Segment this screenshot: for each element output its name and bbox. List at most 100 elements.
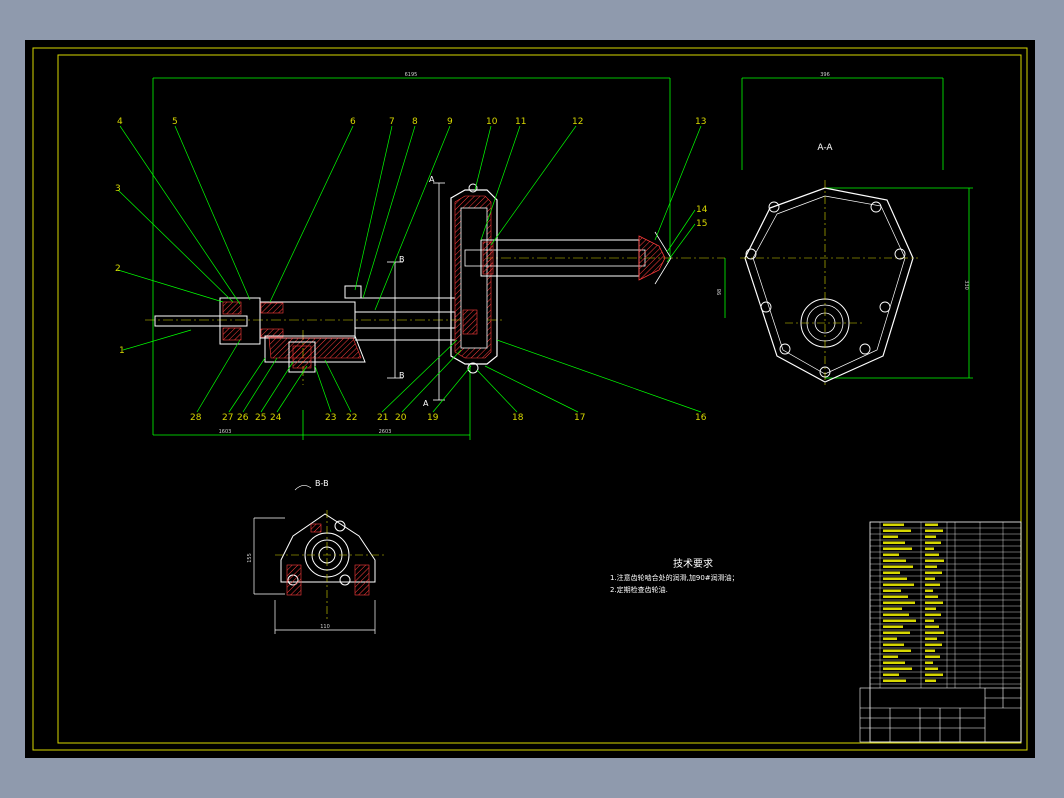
bom-cell-text bbox=[925, 649, 935, 652]
bom-cell-text bbox=[925, 577, 935, 580]
part-label: 17 bbox=[574, 413, 585, 423]
tech-requirements-title: 技术要求 bbox=[673, 557, 713, 570]
bom-cell-text bbox=[883, 523, 904, 526]
part-label: 6 bbox=[350, 117, 356, 127]
dim-shaft-offset: 98 bbox=[717, 289, 723, 295]
dim-bb-width: 110 bbox=[320, 624, 330, 630]
part-label: 5 bbox=[172, 117, 178, 127]
bom-cell-text bbox=[925, 553, 939, 556]
bom-cell-text bbox=[925, 661, 933, 664]
part-label: 3 bbox=[115, 184, 121, 194]
section-a-top: A bbox=[429, 175, 435, 184]
bom-cell-text bbox=[883, 553, 899, 556]
bom-cell-text bbox=[883, 613, 909, 616]
aa-view: 396 330 A-A bbox=[740, 72, 973, 388]
bom-cell-text bbox=[883, 529, 911, 532]
bom-cell-text bbox=[925, 583, 940, 586]
bom-cell-text bbox=[925, 655, 940, 658]
bom-cell-text bbox=[925, 667, 938, 670]
bom-cell-text bbox=[883, 667, 912, 670]
bom-cell-text bbox=[883, 589, 901, 592]
bom-cell-text bbox=[925, 601, 943, 604]
part-label: 21 bbox=[377, 413, 388, 423]
part-label: 26 bbox=[237, 413, 249, 423]
bom-cell-text bbox=[883, 565, 913, 568]
bom-cell-text bbox=[883, 631, 910, 634]
dim-aa-width: 396 bbox=[820, 72, 830, 78]
part-label: 23 bbox=[325, 413, 336, 423]
bom-cell-text bbox=[925, 571, 942, 574]
part-label: 20 bbox=[395, 413, 407, 423]
dim-bb-height: 155 bbox=[247, 553, 253, 563]
bom-cell-text bbox=[883, 595, 908, 598]
dim-bottom-right: 2603 bbox=[379, 429, 392, 435]
part-label: 13 bbox=[695, 117, 706, 127]
dim-aa-height: 330 bbox=[963, 280, 969, 290]
bom-cell-text bbox=[925, 559, 944, 562]
drawing-viewport[interactable]: 6195 1603 2603 98 bbox=[25, 40, 1035, 758]
bom-cell-text bbox=[925, 535, 936, 538]
bom-cell-text bbox=[883, 559, 906, 562]
bom-cell-text bbox=[925, 679, 936, 682]
bom-cell-text bbox=[925, 589, 933, 592]
part-label: 24 bbox=[270, 413, 282, 423]
bom-cell-text bbox=[883, 535, 898, 538]
bom-cell-text bbox=[883, 571, 900, 574]
bom-cell-text bbox=[883, 541, 905, 544]
dim-overall-top: 6195 bbox=[405, 72, 418, 78]
bom-cell-text bbox=[883, 649, 911, 652]
title-block bbox=[859, 687, 1022, 743]
part-labels: 4 5 6 7 8 9 10 11 12 13 3 2 1 14 15 28 2… bbox=[115, 117, 708, 423]
section-b-top: B bbox=[399, 255, 405, 264]
dim-bottom-left: 1603 bbox=[219, 429, 232, 435]
bom-cell-text bbox=[883, 625, 903, 628]
part-label: 10 bbox=[486, 117, 498, 127]
tech-requirement-item: 2.定期检查齿轮油. bbox=[610, 585, 668, 594]
bom-cell-text bbox=[883, 655, 898, 658]
bom-cell-text bbox=[883, 679, 906, 682]
bom-cell-text bbox=[925, 565, 937, 568]
bom-cell-text bbox=[883, 637, 897, 640]
part-label: 22 bbox=[346, 413, 357, 423]
part-label: 19 bbox=[427, 413, 439, 423]
part-label: 11 bbox=[515, 117, 526, 127]
part-label: 16 bbox=[695, 413, 707, 423]
part-label: 14 bbox=[696, 205, 708, 215]
bom-cell-text bbox=[925, 625, 939, 628]
part-label: 8 bbox=[412, 117, 418, 127]
bom-cell-text bbox=[925, 529, 943, 532]
bom-cell-text bbox=[925, 619, 934, 622]
leader-lines bbox=[117, 125, 702, 413]
parts-list bbox=[869, 521, 1022, 743]
cad-drawing: 6195 1603 2603 98 bbox=[32, 47, 1028, 751]
bom-cell-text bbox=[883, 607, 902, 610]
bom-cell-text bbox=[925, 643, 942, 646]
part-label: 27 bbox=[222, 413, 233, 423]
bom-cell-text bbox=[883, 577, 907, 580]
bom-cell-text bbox=[925, 673, 943, 676]
section-a-bottom: A bbox=[423, 399, 429, 408]
section-b-bottom: B bbox=[399, 371, 405, 380]
bom-cell-text bbox=[925, 523, 938, 526]
bom-cell-text bbox=[925, 631, 944, 634]
bom-cell-text bbox=[925, 607, 936, 610]
bom-cell-text bbox=[883, 601, 915, 604]
bom-cell-text bbox=[883, 673, 899, 676]
part-label: 9 bbox=[447, 117, 453, 127]
bom-cell-text bbox=[883, 661, 905, 664]
part-label: 15 bbox=[696, 219, 707, 229]
main-section-view: 6195 1603 2603 98 bbox=[145, 72, 726, 440]
bom-cell-text bbox=[883, 643, 904, 646]
tech-requirements: 技术要求 1.注意齿轮啮合处的润滑,加90#润滑油； 2.定期检查齿轮油. bbox=[610, 557, 739, 594]
bom-cell-text bbox=[925, 595, 938, 598]
bom-cell-text bbox=[883, 619, 916, 622]
part-label: 25 bbox=[255, 413, 266, 423]
bom-cell-text bbox=[883, 547, 912, 550]
bom-cell-text bbox=[925, 547, 934, 550]
bb-view: B-B 155 110 bbox=[247, 479, 385, 634]
part-label: 18 bbox=[512, 413, 524, 423]
part-label: 12 bbox=[572, 117, 583, 127]
tech-requirement-item: 1.注意齿轮啮合处的润滑,加90#润滑油； bbox=[610, 573, 739, 582]
aa-view-title: A-A bbox=[817, 143, 833, 153]
drawing-frame bbox=[32, 47, 1028, 751]
